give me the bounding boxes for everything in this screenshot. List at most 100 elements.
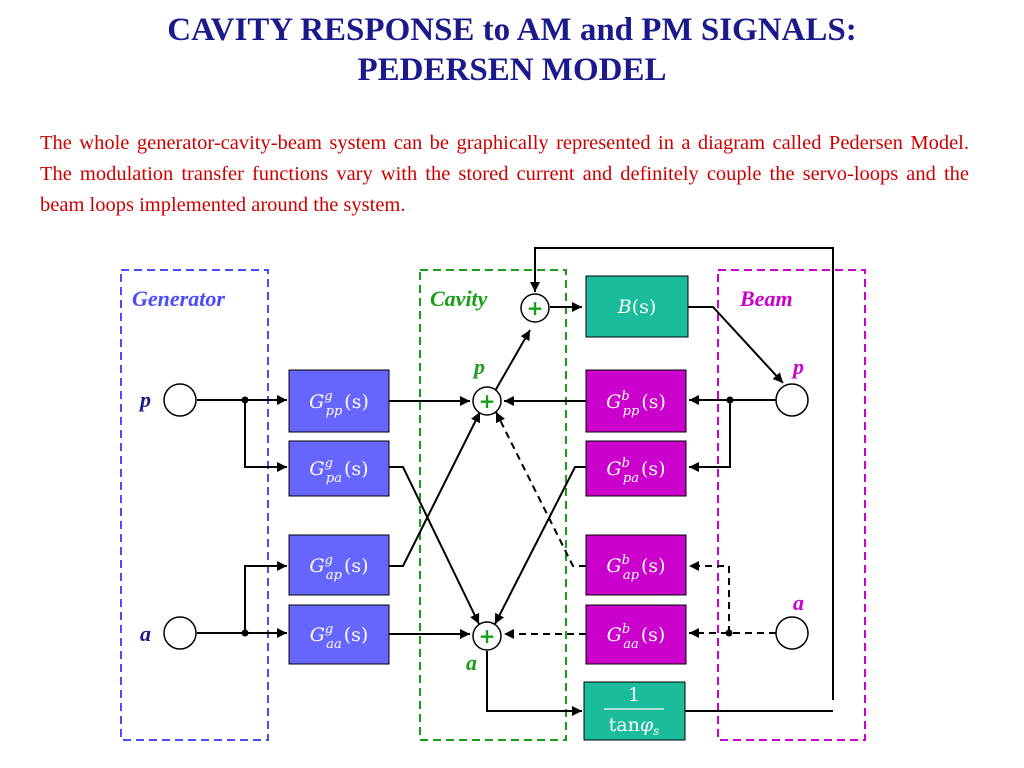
title-line-1: CAVITY RESPONSE to AM and PM SIGNALS: <box>167 12 857 48</box>
generator-a-port <box>163 616 197 650</box>
b-ap-arg: (s) <box>641 555 666 577</box>
g-pa-sup: g <box>325 456 333 471</box>
generator-p-label: p <box>138 387 151 412</box>
g-aa-sup: g <box>325 622 333 637</box>
sum-junction-p: + <box>472 386 502 416</box>
wire-gpa-out <box>389 466 480 625</box>
g-ap-sub: ap <box>326 568 343 583</box>
block-b-s: B(s) <box>585 275 689 338</box>
g-pp-sup: g <box>324 389 332 404</box>
wire-bs-to-beam <box>688 306 784 384</box>
g-pp-arg: (s) <box>344 391 369 413</box>
g-aa-arg: (s) <box>344 624 369 646</box>
b-s-arg: (s) <box>632 296 657 318</box>
sum-junction-top: + <box>520 293 550 323</box>
g-ap-sup: g <box>325 553 333 568</box>
wire-sum-p-to-top <box>494 329 531 392</box>
wire-beam-p-branch <box>689 400 731 472</box>
g-ap-base: G <box>309 555 324 577</box>
block-tan-phi: 1 tanφs <box>583 681 686 741</box>
junction-gen-a <box>241 629 249 637</box>
b-pp-arg: (s) <box>641 391 666 413</box>
tan-phi-symbol: φ <box>640 714 654 736</box>
g-pa-arg: (s) <box>344 458 369 480</box>
b-aa-arg: (s) <box>641 624 666 646</box>
tan-denominator: tan <box>609 714 640 736</box>
beam-p-label: p <box>791 354 804 379</box>
beam-label: Beam <box>739 286 793 311</box>
cavity-p-label: p <box>472 354 485 379</box>
beam-region <box>717 269 866 741</box>
wire-beam-a-branch <box>689 561 730 633</box>
sum-p-symbol: + <box>479 389 496 413</box>
wire-bap-out <box>495 411 586 567</box>
cavity-region <box>419 269 567 741</box>
b-ap-base: G <box>606 555 621 577</box>
beam-a-port <box>775 616 809 650</box>
sum-junction-a: + <box>472 621 502 651</box>
b-aa-sup: b <box>622 622 630 637</box>
g-pa-sub: pa <box>326 471 342 486</box>
cavity-label: Cavity <box>430 286 488 311</box>
g-pp-sub: pp <box>326 404 343 419</box>
b-pa-base: G <box>606 458 621 480</box>
g-aa-base: G <box>310 624 325 646</box>
junction-beam-p <box>726 396 734 404</box>
b-pp-base: G <box>606 391 621 413</box>
wire-gen-a-branch <box>244 561 287 633</box>
svg-text:tanφs: tanφs <box>609 714 660 738</box>
beam-p-port <box>775 383 809 417</box>
g-pa-base: G <box>309 458 324 480</box>
wire-feedback-top <box>530 247 834 700</box>
generator-label: Generator <box>132 286 225 311</box>
wire-gap-out <box>389 411 481 567</box>
slide-title: CAVITY RESPONSE to AM and PM SIGNALS: PE… <box>0 10 1024 90</box>
b-s-base: B <box>617 296 632 318</box>
b-aa-sub: aa <box>623 637 639 652</box>
b-pp-sub: pp <box>623 404 640 419</box>
wire-bpa-out <box>494 466 586 625</box>
g-ap-arg: (s) <box>344 555 369 577</box>
g-aa-sub: aa <box>326 637 342 652</box>
b-ap-sup: b <box>622 553 630 568</box>
generator-a-label: a <box>140 621 151 646</box>
tan-phi-sub: s <box>653 724 659 738</box>
b-aa-base: G <box>607 624 622 646</box>
junction-beam-a <box>725 629 733 637</box>
cavity-a-label: a <box>466 650 477 675</box>
svg-text:B(s): B(s) <box>617 296 657 318</box>
wire-sum-a-to-tan <box>486 651 582 716</box>
sum-top-symbol: + <box>527 296 544 320</box>
wire-gen-p-branch <box>244 400 287 472</box>
b-pa-sub: pa <box>623 471 639 486</box>
b-pa-arg: (s) <box>641 458 666 480</box>
b-pp-sup: b <box>621 389 629 404</box>
intro-paragraph: The whole generator-cavity-beam system c… <box>40 132 969 216</box>
title-line-2: PEDERSEN MODEL <box>357 52 667 88</box>
b-ap-sub: ap <box>623 568 640 583</box>
generator-region <box>120 269 269 741</box>
b-pa-sup: b <box>622 456 630 471</box>
beam-a-label: a <box>793 590 804 615</box>
tan-numerator: 1 <box>628 684 640 706</box>
g-pp-base: G <box>309 391 324 413</box>
generator-p-port <box>163 383 197 417</box>
junction-gen-p <box>241 396 249 404</box>
